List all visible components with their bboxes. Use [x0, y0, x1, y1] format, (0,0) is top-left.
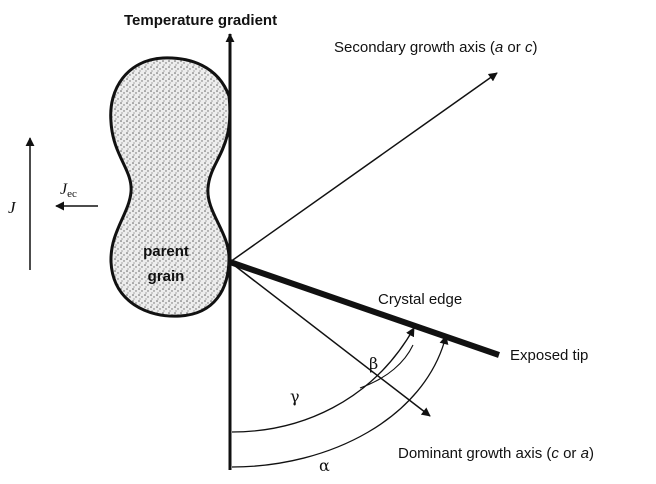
current-j-label: J: [8, 198, 17, 217]
temperature-gradient-label: Temperature gradient: [124, 12, 277, 29]
crystal-edge-label: Crystal edge: [378, 291, 462, 308]
crystal-edge-line: [229, 259, 500, 358]
parent-grain-label-line2: grain: [148, 268, 185, 285]
beta-arc: [359, 344, 414, 389]
angle-beta-label: β: [369, 354, 378, 373]
secondary-growth-axis: [229, 72, 498, 263]
gamma-arc: [231, 327, 415, 433]
parent-grain-shape: [109, 56, 232, 318]
angle-alpha-label: α: [319, 456, 330, 475]
secondary-growth-axis-label: Secondary growth axis (a or c): [334, 39, 537, 56]
dominant-growth-axis-label: Dominant growth axis (c or a): [398, 445, 594, 462]
angle-gamma-label: γ: [290, 387, 300, 406]
alpha-arc: [231, 335, 449, 468]
dominant-growth-axis: [229, 261, 431, 417]
parent-grain-label-line1: parent: [143, 243, 189, 260]
exposed-tip-label: Exposed tip: [510, 347, 588, 364]
current-jec-label: Jec: [60, 181, 77, 200]
